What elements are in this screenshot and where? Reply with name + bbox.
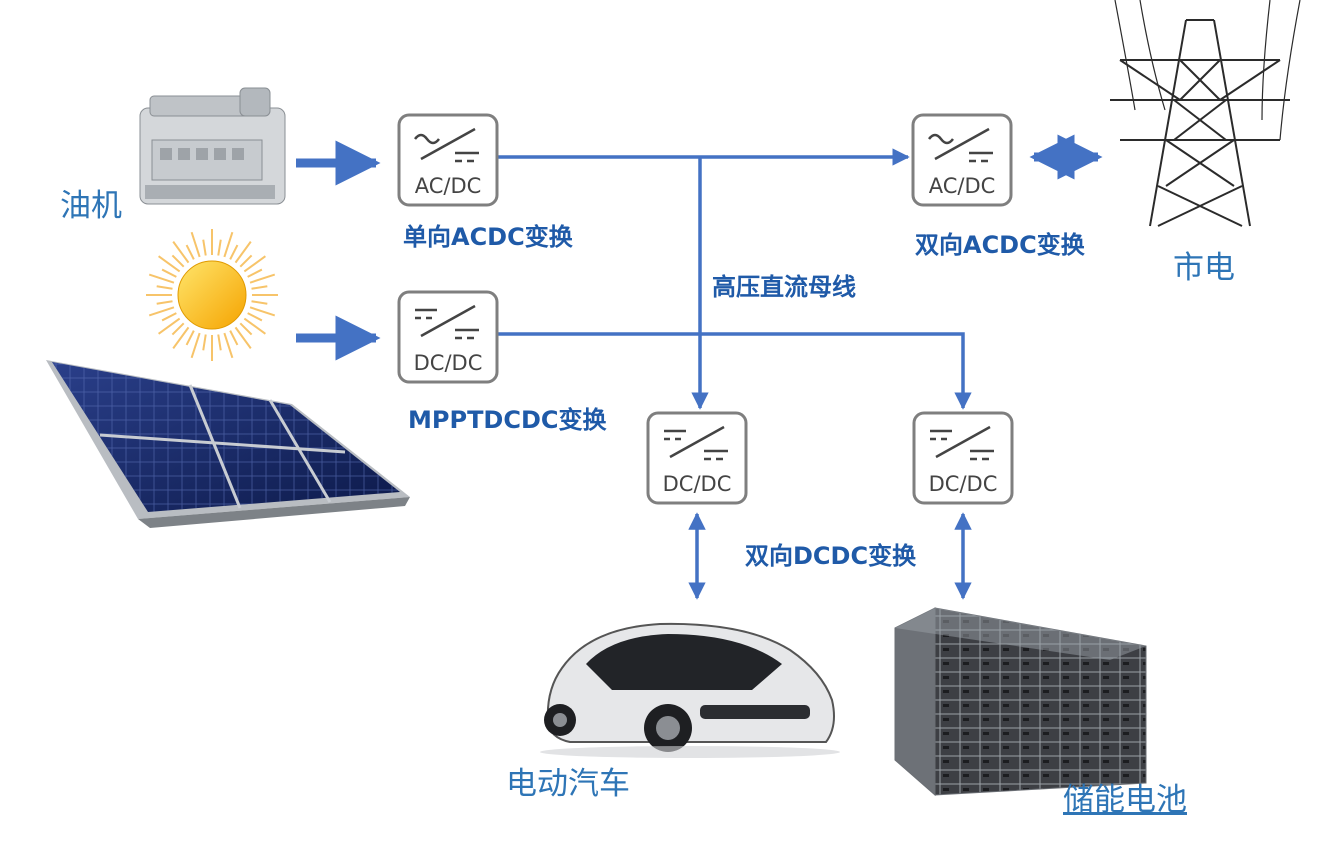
mppt-dcdc-label: MPPTDCDC变换 xyxy=(408,406,607,434)
solar-panel-icon xyxy=(46,360,410,528)
sun-icon xyxy=(146,229,278,361)
acdc-unidirectional-converter-label: AC/DC xyxy=(415,174,482,198)
acdc-bidirectional-converter-label: AC/DC xyxy=(929,174,996,198)
mppt-dcdc-converter: DC/DC xyxy=(397,290,499,384)
dc-bus-to-battery xyxy=(700,332,972,410)
ev-dcdc-converter: DC/DC xyxy=(646,411,748,505)
connection-lines xyxy=(296,134,1103,600)
electric-vehicle-label: 电动汽车 xyxy=(506,766,630,802)
bidirectional-dcdc-label: 双向DCDC变换 xyxy=(745,542,917,570)
hv-dc-bus-label: 高压直流母线 xyxy=(712,273,856,301)
diesel-generator-label: 油机 xyxy=(60,188,122,224)
power-tower-icon xyxy=(1110,0,1301,227)
acdc-unidirectional-converter: AC/DC xyxy=(397,113,499,207)
acdc-bidirectional-converter: AC/DC xyxy=(911,113,1013,207)
battery-rack-icon xyxy=(894,607,1147,797)
battery-dcdc-converter: DC/DC xyxy=(912,411,1014,505)
ev-dcdc-converter-label: DC/DC xyxy=(663,472,732,496)
electric-car-icon xyxy=(540,622,840,758)
battery-dcdc-converter-label: DC/DC xyxy=(929,472,998,496)
bidirectional-acdc-label: 双向ACDC变换 xyxy=(915,231,1085,259)
grid-label: 市电 xyxy=(1173,250,1235,286)
battery-storage-label: 储能电池 xyxy=(1063,782,1187,818)
mppt-dcdc-converter-label: DC/DC xyxy=(414,351,483,375)
unidirectional-acdc-label: 单向ACDC变换 xyxy=(403,223,573,251)
diesel-engine-icon xyxy=(139,87,286,205)
